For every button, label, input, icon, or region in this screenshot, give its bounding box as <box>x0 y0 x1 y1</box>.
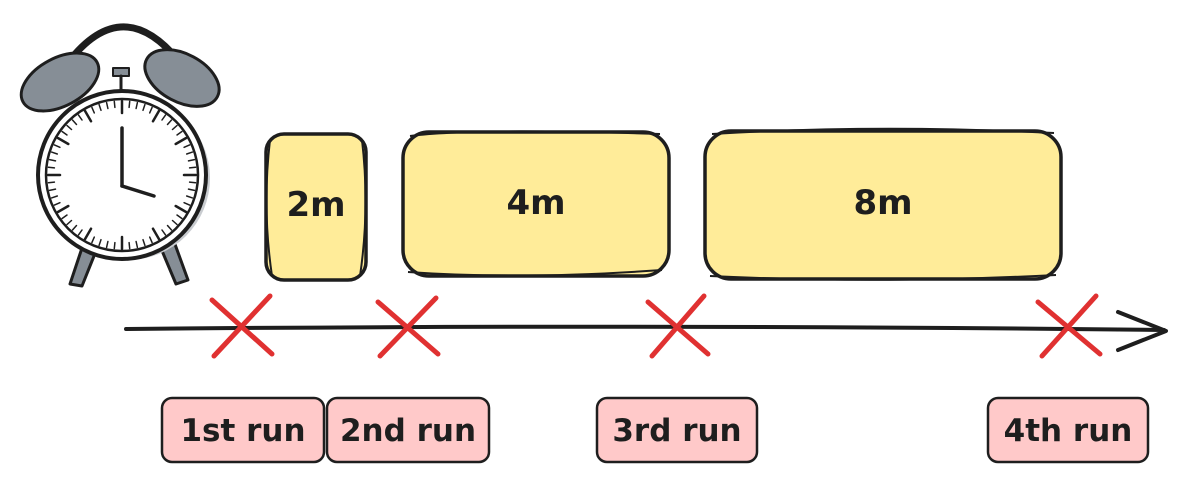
clock-tick <box>185 151 194 155</box>
clock-tick <box>188 166 197 169</box>
clock-tick <box>105 101 109 110</box>
clock-tick <box>77 229 83 236</box>
interval-box-4m: 4m <box>401 130 671 278</box>
clock-tick <box>171 219 178 226</box>
clock-tick <box>185 195 194 199</box>
run-label-box-2: 2nd run <box>325 396 491 464</box>
clock-tick <box>151 227 161 241</box>
clock-tick <box>135 101 139 110</box>
clock-tick <box>187 158 196 162</box>
interval-label-2m: 2m <box>286 185 345 225</box>
run-label-4: 4th run <box>1004 413 1133 449</box>
clock-tick <box>113 241 116 250</box>
interval-label-4m: 4m <box>506 183 565 223</box>
clock-tick <box>161 114 167 121</box>
clock-tick <box>91 106 96 114</box>
run-marker-x-1 <box>209 293 275 359</box>
alarm-clock-icon <box>19 23 221 288</box>
clock-tick <box>135 240 139 249</box>
clock-tick <box>47 166 56 169</box>
clock-tick <box>61 130 68 136</box>
clock-tick <box>176 214 183 220</box>
run-label-2: 2nd run <box>340 413 476 449</box>
clock-tick <box>98 103 102 112</box>
clock-tick <box>113 100 116 109</box>
clock-tick <box>71 119 78 126</box>
clock-tick <box>98 238 102 247</box>
run-label-1: 1st run <box>180 413 305 449</box>
clock-tick <box>48 188 57 192</box>
run-marker-x-4 <box>1035 293 1103 359</box>
clock-tick <box>142 103 146 112</box>
clock-tick <box>66 219 73 226</box>
run-label-box-3: 3rd run <box>595 396 759 464</box>
clock-tick <box>56 136 70 146</box>
clock-tick <box>174 204 188 214</box>
clock-tick <box>105 240 109 249</box>
clock-tick <box>183 144 191 149</box>
run-label-3: 3rd run <box>612 413 741 449</box>
clock-tick <box>50 195 59 199</box>
clock-tick <box>166 119 173 126</box>
clock-tick <box>48 158 57 162</box>
clock-tick <box>166 224 173 231</box>
clock-tick <box>171 124 178 131</box>
run-label-box-4: 4th run <box>986 396 1150 464</box>
clock-tick <box>50 151 59 155</box>
clock-tick <box>83 109 93 123</box>
interval-box-8m: 8m <box>703 127 1063 281</box>
clock-tick <box>66 124 73 131</box>
clock-tick <box>151 109 161 123</box>
clock-tick <box>91 236 96 244</box>
clock-tick <box>53 144 61 149</box>
run-marker-x-3 <box>645 293 711 359</box>
run-marker-x-2 <box>375 295 441 359</box>
clock-tick <box>183 201 191 206</box>
timeline-arrow <box>124 310 1168 352</box>
clock-tick <box>174 136 188 146</box>
clock-tick <box>71 224 78 231</box>
run-label-box-1: 1st run <box>160 396 326 464</box>
clock-tick <box>142 238 146 247</box>
clock-tick <box>188 181 197 184</box>
clock-tick <box>148 106 153 114</box>
clock-tick <box>53 201 61 206</box>
clock-tick <box>176 130 183 136</box>
clock-tick <box>56 204 70 214</box>
clock-tick <box>128 241 131 250</box>
clock-tick <box>128 100 131 109</box>
clock-tick <box>61 214 68 220</box>
clock-tick <box>47 181 56 184</box>
clock-tick <box>187 188 196 192</box>
clock-tick <box>77 114 83 121</box>
interval-label-8m: 8m <box>853 183 912 223</box>
clock-tick <box>148 236 153 244</box>
clock-tick <box>161 229 167 236</box>
interval-box-2m: 2m <box>264 132 368 282</box>
clock-tick <box>83 227 93 241</box>
clock-ticks <box>46 99 198 251</box>
